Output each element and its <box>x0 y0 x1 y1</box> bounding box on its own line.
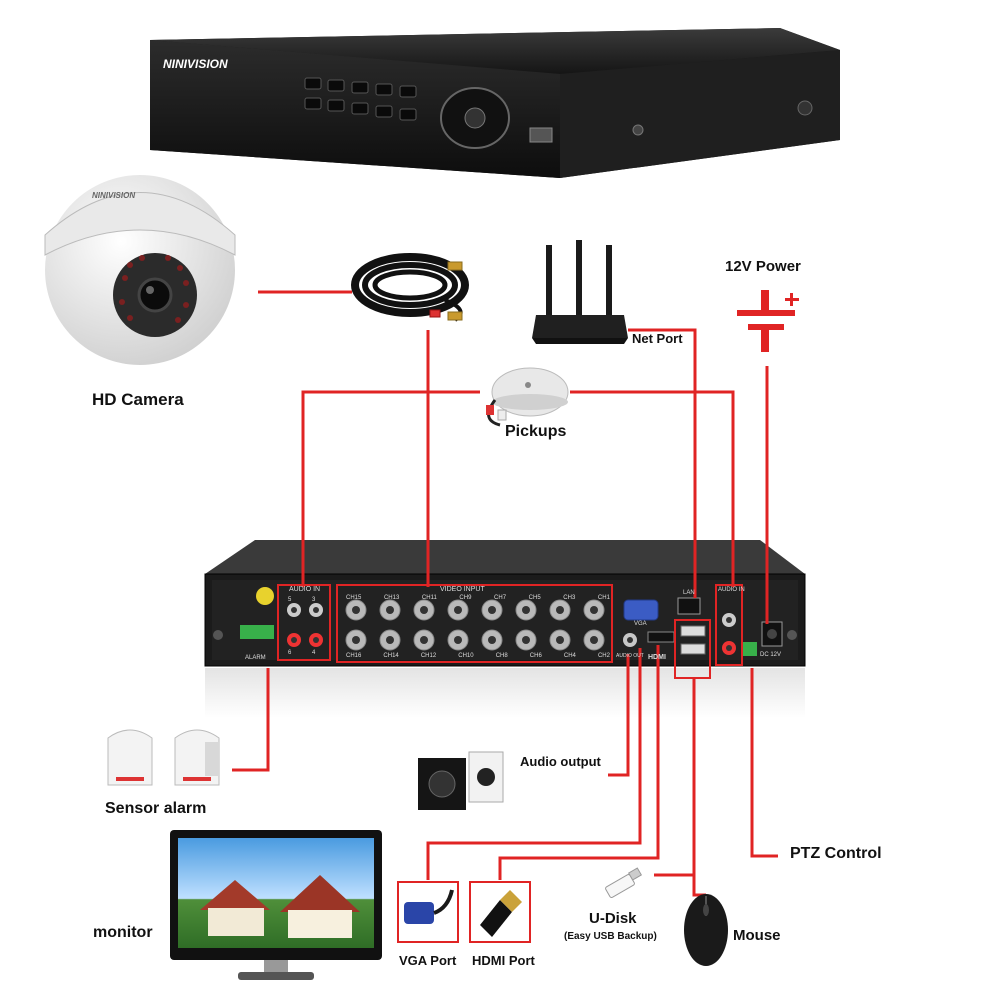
dvr-brand-logo: NINIVISION <box>163 57 228 71</box>
channel-label: CH11 <box>421 595 437 601</box>
hdmi-port-caption: HDMI Port <box>472 953 535 968</box>
monitor-icon <box>170 830 382 980</box>
hdmi-cable-icon <box>480 890 522 937</box>
channel-label: CH1 <box>597 595 610 601</box>
monitor-label: monitor <box>93 924 153 941</box>
coax-cable-icon <box>351 253 469 322</box>
channel-label: CH3 <box>563 595 576 601</box>
channel-label: CH5 <box>528 595 541 601</box>
dvr-front-unit <box>150 28 840 178</box>
audio-in-label-left: AUDIO IN <box>289 586 321 593</box>
bottom-channel-row: CH16 CH14 CH12 CH10 CH8 CH6 CH4 CH2 <box>346 653 610 659</box>
video-input-label: VIDEO INPUT <box>440 586 485 593</box>
vga-cable-icon <box>404 889 454 924</box>
mouse-label: Mouse <box>733 927 781 944</box>
lan-port-label: LAN <box>683 590 695 596</box>
router-icon <box>532 240 628 344</box>
channel-label: CH8 <box>495 653 508 659</box>
channel-label: CH4 <box>563 653 576 659</box>
camera-brand-logo: NINIVISION <box>92 191 135 200</box>
mouse-icon <box>684 894 728 966</box>
channel-label: CH6 <box>529 653 542 659</box>
channel-label: CH10 <box>458 653 474 659</box>
udisk-icon <box>605 867 643 898</box>
net-port-label: Net Port <box>632 331 683 346</box>
power-label: 12V Power <box>725 258 801 275</box>
sensor-alarm-label: Sensor alarm <box>105 800 207 817</box>
audio-num: 5 <box>288 597 292 603</box>
dvr-rear-unit <box>204 540 806 718</box>
udisk-label: U-Disk <box>589 910 637 927</box>
channel-label: CH2 <box>597 653 610 659</box>
speakers-icon <box>418 751 504 810</box>
alarm-port-label: ALARM <box>245 655 266 661</box>
audio-num: 6 <box>288 650 292 656</box>
hdmi-port-label: HDMI <box>648 654 666 661</box>
dome-camera-icon <box>44 175 236 365</box>
channel-label: CH7 <box>494 595 507 601</box>
channel-label: CH9 <box>459 595 472 601</box>
audio-out-port-label: AUDIO OUT <box>616 653 644 659</box>
top-channel-row: CH15 CH13 CH11 CH9 CH7 CH5 CH3 CH1 <box>346 595 610 601</box>
pickup-microphone-icon <box>486 367 569 427</box>
channel-label: CH15 <box>346 595 362 601</box>
sensor-alarm-icon <box>107 729 220 786</box>
audio-num: 4 <box>312 650 316 656</box>
pickups-label: Pickups <box>505 423 567 440</box>
ptz-control-label: PTZ Control <box>790 845 882 862</box>
audio-output-label: Audio output <box>520 754 601 769</box>
vga-port-caption: VGA Port <box>399 953 457 968</box>
vga-port-label: VGA <box>634 621 647 627</box>
udisk-sublabel: (Easy USB Backup) <box>564 931 657 942</box>
audio-num: 3 <box>312 597 316 603</box>
hdmi-port-box <box>469 881 531 943</box>
audio-in-label-right: AUDIO IN <box>718 587 745 593</box>
channel-label: CH12 <box>420 653 437 659</box>
channel-label: CH16 <box>346 653 362 659</box>
dc-port-label: DC 12V <box>760 652 782 658</box>
hd-camera-label: HD Camera <box>92 390 184 409</box>
channel-label: CH13 <box>383 595 400 601</box>
channel-label: CH14 <box>383 653 399 659</box>
power-symbol-icon <box>737 290 799 352</box>
